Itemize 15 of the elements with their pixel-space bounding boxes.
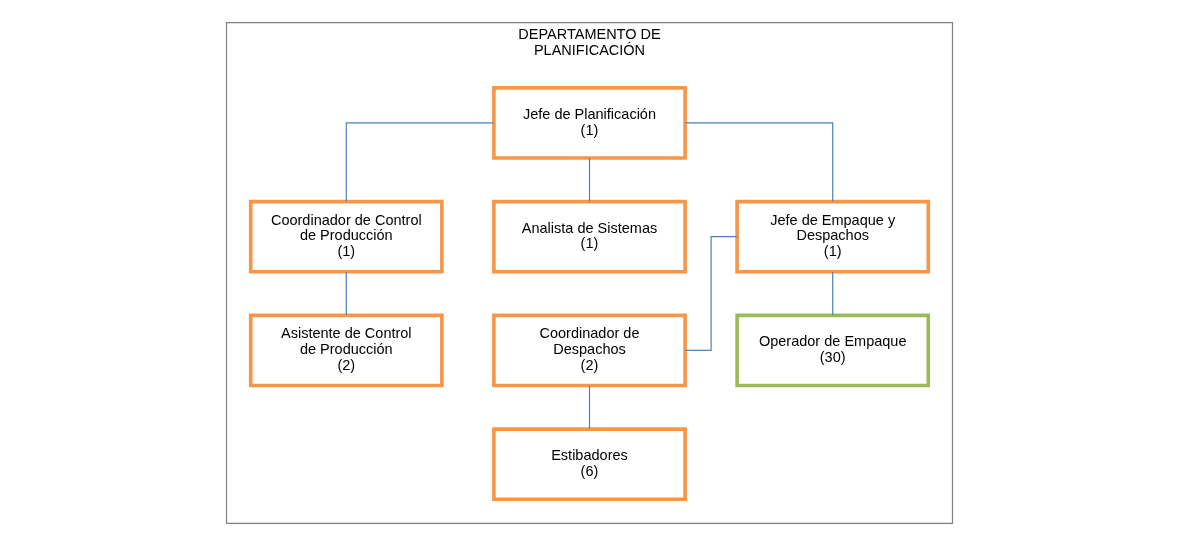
node-box: Analista de Sistemas (1) — [491, 199, 687, 274]
node-box: Jefe de Planificación (1) — [491, 86, 687, 160]
connector — [684, 122, 833, 202]
node-box: Operador de Empaque (30) — [734, 313, 930, 388]
connector — [345, 271, 347, 316]
node-box: Jefe de Empaque y Despachos (1) — [734, 199, 930, 274]
connector — [588, 385, 590, 430]
node-box: Estibadores (6) — [491, 427, 687, 502]
connector — [684, 236, 737, 352]
node-box: Coordinador de Despachos (2) — [491, 313, 687, 388]
connector — [588, 157, 590, 202]
node-box: Asistente de Control de Producción (2) — [248, 313, 444, 388]
node-box: Coordinador de Control de Producción (1) — [248, 199, 444, 274]
connector — [345, 122, 494, 202]
connector — [831, 271, 833, 316]
